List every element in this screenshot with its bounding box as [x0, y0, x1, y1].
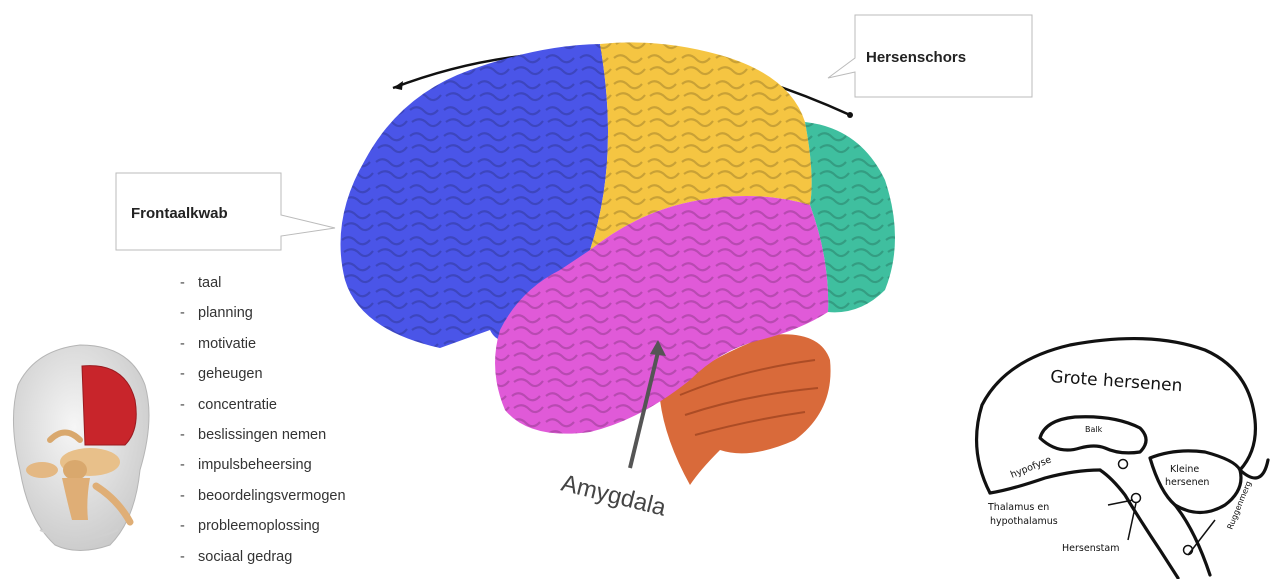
list-item: -beslissingen nemen: [180, 420, 346, 450]
list-item: -impulsbeheersing: [180, 450, 346, 480]
amygdala-label: Amygdala: [559, 470, 670, 522]
bullet-dash: -: [180, 542, 198, 572]
list-item: -motivatie: [180, 329, 346, 359]
bullet-dash: -: [180, 359, 198, 389]
bullet-dash: -: [180, 298, 198, 328]
sketch-kleine-1: Kleine: [1170, 464, 1199, 475]
list-item-label: probleemoplossing: [198, 518, 320, 534]
list-item: -planning: [180, 298, 346, 328]
list-item: -beoordelingsvermogen: [180, 481, 346, 511]
bullet-dash: -: [180, 268, 198, 298]
bullet-dash: -: [180, 481, 198, 511]
sketch-thalamus-1: Thalamus en: [987, 502, 1049, 513]
list-item: -concentratie: [180, 390, 346, 420]
callout-frontal-label: Frontaalkwab: [131, 205, 228, 222]
list-item: -geheugen: [180, 359, 346, 389]
callout-cortex-label: Hersenschors: [866, 49, 966, 66]
sketch-stam: Hersenstam: [1062, 543, 1119, 554]
sketch-kleine-2: hersenen: [1165, 477, 1209, 488]
bullet-dash: -: [180, 511, 198, 541]
list-item-label: geheugen: [198, 366, 263, 382]
list-item-label: motivatie: [198, 336, 256, 352]
sketch-title: Grote hersenen: [1050, 367, 1183, 396]
list-item-label: impulsbeheersing: [198, 457, 312, 473]
sketch-thalamus-2: hypothalamus: [990, 516, 1058, 527]
bullet-dash: -: [180, 450, 198, 480]
list-item-label: beoordelingsvermogen: [198, 488, 346, 504]
frontal-functions-list: -taal -planning -motivatie -geheugen -co…: [180, 268, 346, 572]
list-item: -sociaal gedrag: [180, 542, 346, 572]
bullet-dash: -: [180, 390, 198, 420]
list-item-label: sociaal gedrag: [198, 549, 292, 565]
bullet-dash: -: [180, 329, 198, 359]
list-item-label: concentratie: [198, 397, 277, 413]
list-item-label: taal: [198, 275, 221, 291]
list-item-label: planning: [198, 305, 253, 321]
sketch-balk: Balk: [1085, 425, 1103, 434]
list-item: -probleemoplossing: [180, 511, 346, 541]
brain-illustration: [341, 42, 896, 485]
bullet-dash: -: [180, 420, 198, 450]
skull-illustration: [13, 345, 149, 551]
callout-cortex: Hersenschors: [828, 15, 1032, 97]
list-item: -taal: [180, 268, 346, 298]
callout-frontal: Frontaalkwab: [116, 173, 335, 250]
list-item-label: beslissingen nemen: [198, 427, 326, 443]
